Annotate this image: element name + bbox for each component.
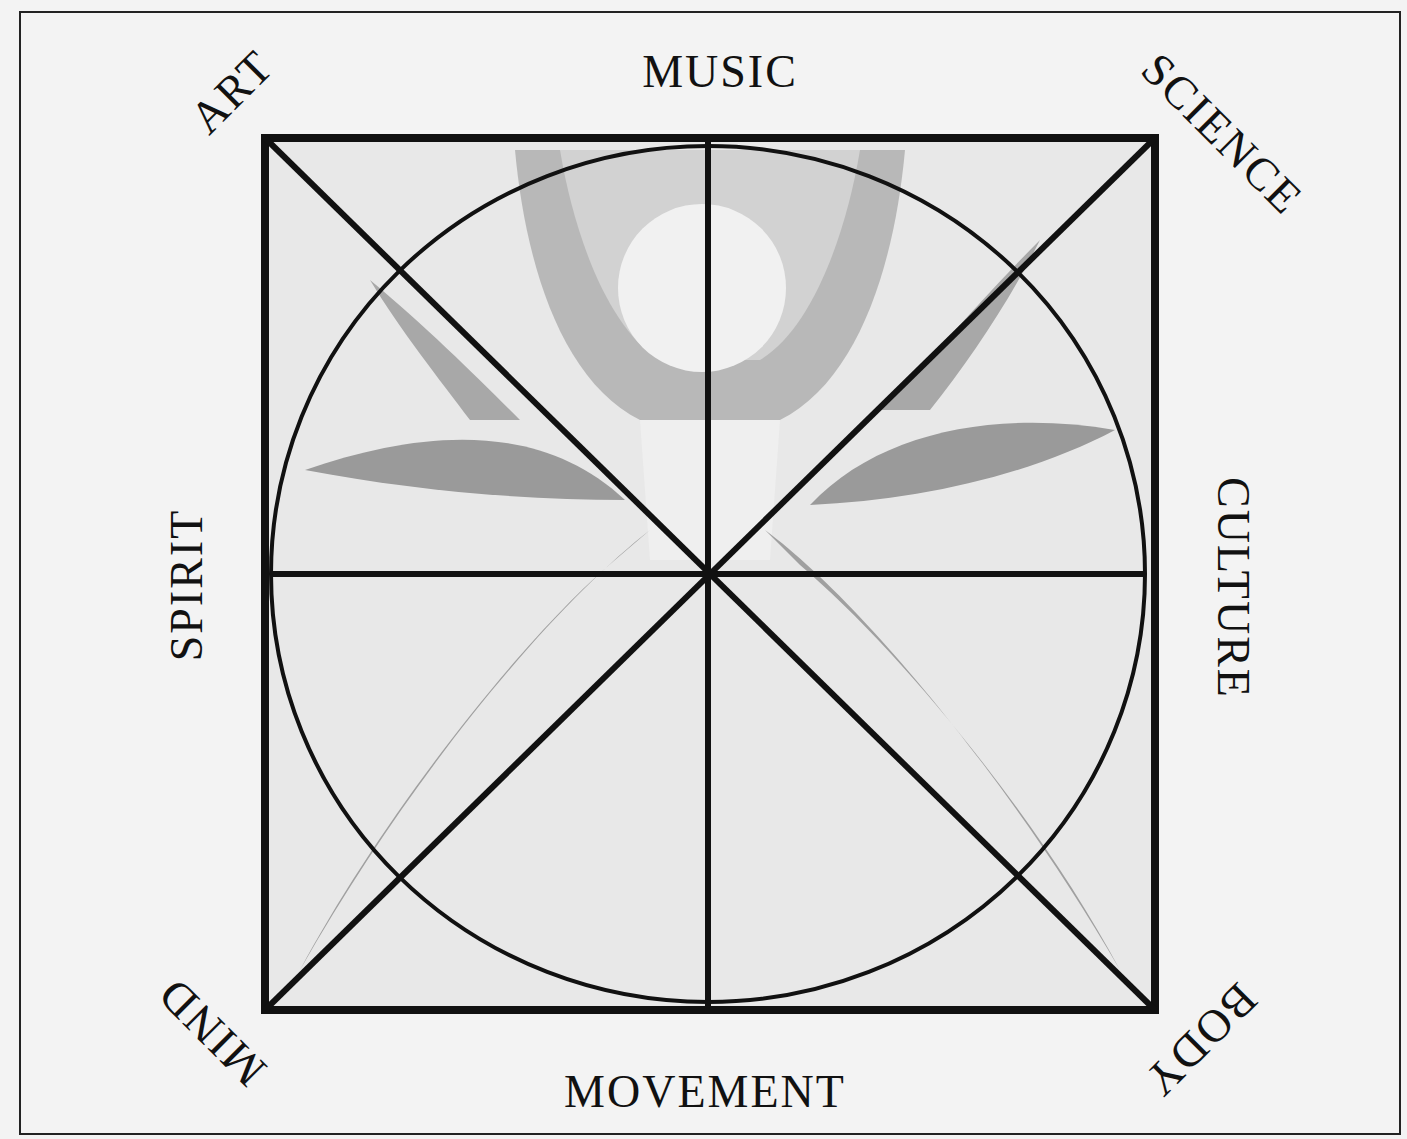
axis-label: SPIRIT — [164, 509, 210, 662]
outer-frame — [20, 12, 1400, 1134]
figure-left-upper — [370, 280, 520, 420]
diagonal — [265, 138, 1155, 1010]
figure-right-leg — [765, 530, 1120, 970]
square-ground — [265, 138, 1155, 1010]
figure-left-leg — [300, 530, 650, 970]
horizontal-axis — [271, 571, 1145, 577]
axis-label: MUSIC — [642, 49, 798, 95]
square — [265, 138, 1155, 1010]
diagonal — [265, 138, 1155, 1010]
figure-left-arm — [305, 440, 625, 500]
figure-head — [618, 204, 786, 372]
axis-label: CULTURE — [1210, 477, 1256, 699]
axis-label: MOVEMENT — [564, 1069, 846, 1115]
